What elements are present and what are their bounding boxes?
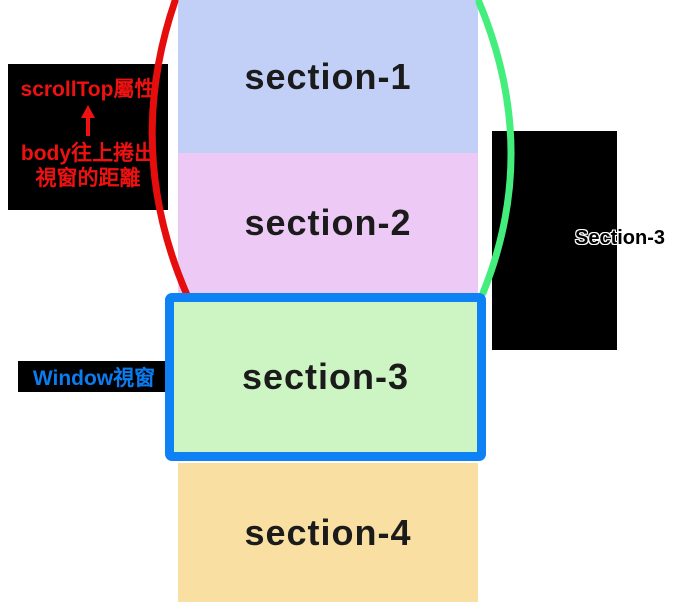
window-label: Window視窗 bbox=[32, 366, 156, 390]
section-3-label: section-3 bbox=[241, 356, 410, 397]
section-2-block: section-2 bbox=[178, 153, 478, 293]
section-note-label: Section-3 bbox=[575, 227, 666, 249]
scrolltop-note-title: scrollTop屬性 bbox=[20, 78, 156, 101]
scrolltop-note-desc-line1: body往上捲出 bbox=[20, 142, 156, 165]
section-4-block: section-4 bbox=[178, 463, 478, 602]
window-viewport-box: section-3 bbox=[165, 293, 486, 461]
section-2-label: section-2 bbox=[244, 202, 412, 243]
window-label-box: Window視窗 bbox=[18, 361, 170, 392]
scrolltop-note-box: scrollTop屬性 body往上捲出 視窗的距離 bbox=[8, 64, 168, 210]
scrolltop-note-desc-line2: 視窗的距離 bbox=[35, 167, 141, 190]
section-1-label: section-1 bbox=[244, 55, 412, 97]
section-4-label: section-4 bbox=[244, 511, 412, 553]
up-arrow-icon bbox=[80, 104, 96, 138]
section-1-block: section-1 bbox=[178, 0, 478, 153]
